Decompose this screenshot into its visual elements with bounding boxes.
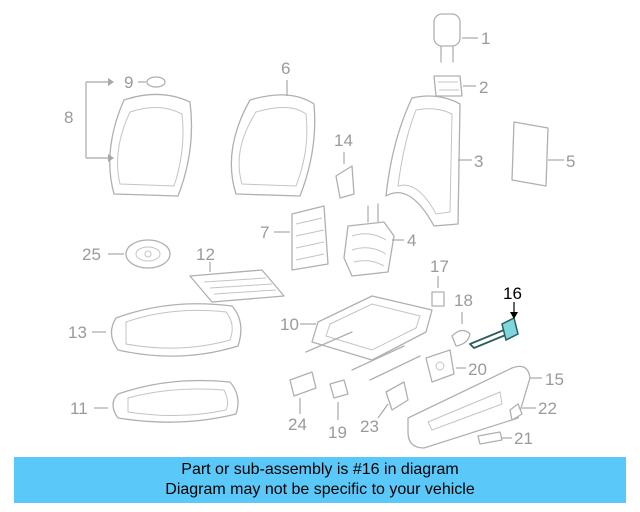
callout-16: 16	[503, 284, 522, 303]
callout-14: 14	[334, 131, 353, 150]
callout-4: 4	[407, 231, 416, 250]
part-21-knob-cap[interactable]: 21	[477, 429, 533, 448]
banner-line-2: Diagram may not be specific to your vehi…	[165, 481, 475, 498]
seat-parts-diagram: 1 2 3 4 5 6 7	[64, 13, 575, 449]
callout-9: 9	[124, 73, 133, 92]
part-20-switch[interactable]: 20	[425, 349, 487, 383]
part-17-clip[interactable]: 17	[430, 257, 449, 307]
part-5-back-panel[interactable]: 5	[511, 121, 575, 187]
callout-15: 15	[545, 370, 564, 389]
part-18-knob[interactable]: 18	[451, 291, 473, 347]
part-7-back-pad[interactable]: 7	[260, 205, 329, 271]
callout-22: 22	[538, 399, 557, 418]
part-4-lumbar[interactable]: 4	[343, 203, 416, 277]
callout-21: 21	[514, 429, 533, 448]
part-11-cushion-pad[interactable]: 11	[70, 379, 239, 423]
part-22-knob[interactable]: 22	[509, 399, 557, 421]
part-2-guide[interactable]: 2	[433, 75, 488, 97]
callout-12: 12	[196, 245, 215, 264]
callout-3: 3	[474, 152, 483, 171]
callout-24: 24	[288, 415, 307, 434]
part-14-bracket[interactable]: 14	[334, 131, 355, 199]
part-23-trim[interactable]: 23	[360, 381, 409, 436]
part-16-handle-highlighted[interactable]: 16	[469, 284, 522, 349]
callout-18: 18	[454, 291, 473, 310]
part-8-back-cover-left[interactable]: 8	[64, 78, 193, 197]
callout-8: 8	[64, 108, 73, 127]
part-24-cover[interactable]: 24	[288, 371, 317, 434]
part-10-seat-frame[interactable]: 10	[280, 295, 433, 381]
callout-23: 23	[360, 417, 379, 436]
part-15-side-shield[interactable]: 15	[407, 365, 564, 449]
callout-11: 11	[70, 399, 88, 418]
callout-17: 17	[430, 257, 449, 276]
callout-2: 2	[479, 78, 488, 97]
part-13-cushion-cover[interactable]: 13	[68, 303, 242, 357]
callout-7: 7	[260, 223, 269, 242]
callout-5: 5	[566, 152, 575, 171]
callout-20: 20	[468, 360, 487, 379]
callout-19: 19	[328, 423, 347, 442]
callout-10: 10	[280, 315, 299, 334]
callout-6: 6	[281, 59, 290, 78]
banner-line-1: Part or sub-assembly is #16 in diagram	[181, 461, 459, 478]
part-25-motor[interactable]: 25	[82, 239, 171, 269]
part-6-back-cover[interactable]: 6	[230, 59, 316, 197]
part-19-cap[interactable]: 19	[328, 379, 349, 442]
callout-1: 1	[481, 29, 490, 48]
part-9-clip[interactable]: 9	[124, 73, 166, 92]
callout-13: 13	[68, 323, 87, 342]
part-1-headrest[interactable]: 1	[433, 13, 490, 63]
part-12-heater[interactable]: 12	[189, 245, 285, 303]
callout-25: 25	[82, 245, 101, 264]
info-banner: Part or sub-assembly is #16 in diagram D…	[14, 457, 626, 503]
part-3-back-frame[interactable]: 3	[385, 95, 483, 227]
